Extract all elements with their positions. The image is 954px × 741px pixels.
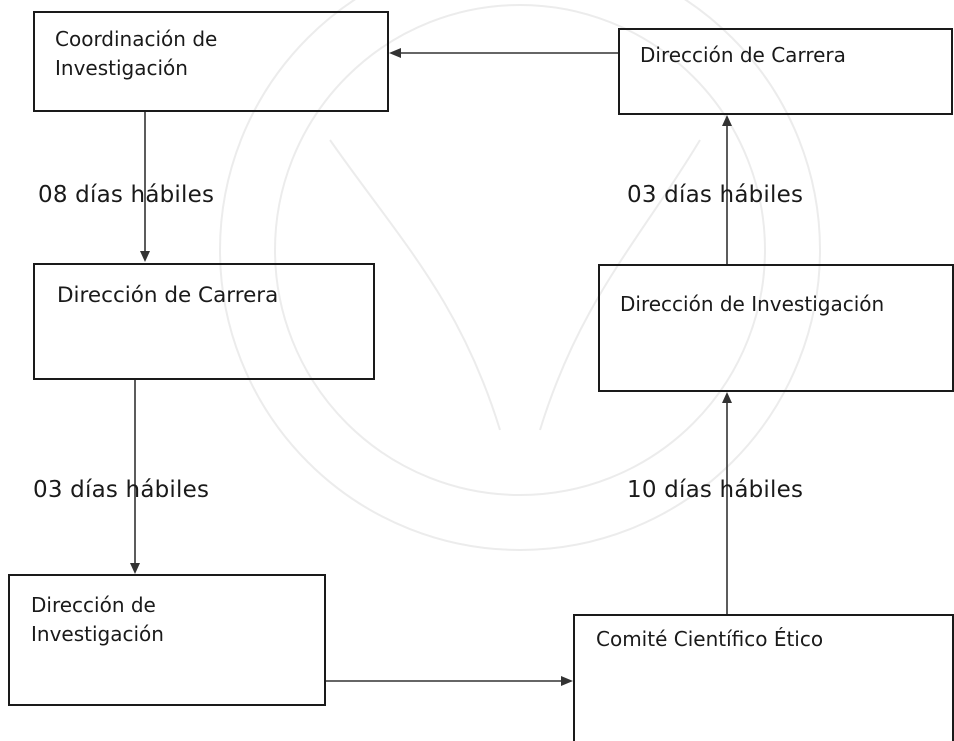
node-direccion-investigacion-left-line1: Dirección de — [31, 593, 156, 617]
node-comite-label: Comité Científico Ético — [596, 627, 824, 651]
arrowhead-right-icon — [561, 676, 573, 686]
node-direccion-investigacion-left-label: Dirección de Investigación — [31, 591, 164, 649]
node-coordinacion-investigacion — [33, 11, 389, 112]
seal-watermark — [219, 0, 821, 551]
edge-label-carrera-to-investigacion: 03 días hábiles — [33, 477, 210, 503]
arrowhead-left-icon — [389, 48, 401, 58]
node-coordinacion-label: Coordinación de Investigación — [55, 25, 217, 83]
edge-label-coord-to-carrera: 08 días hábiles — [38, 182, 215, 208]
edge-label-investigacion-to-carrera-top: 03 días hábiles — [627, 182, 804, 208]
node-direccion-investigacion-left-line2: Investigación — [31, 622, 164, 646]
edge-label-comite-to-investigacion: 10 días hábiles — [627, 477, 804, 503]
node-direccion-carrera-mid — [33, 263, 375, 380]
node-comite-cientifico-etico — [573, 614, 954, 741]
arrowhead-up-icon — [722, 392, 732, 403]
node-direccion-carrera-top-label: Dirección de Carrera — [640, 43, 846, 67]
node-direccion-carrera-top — [618, 28, 953, 115]
arrowhead-up-icon — [722, 115, 732, 126]
node-direccion-investigacion-left — [8, 574, 326, 706]
node-direccion-investigacion-right-label: Dirección de Investigación — [620, 292, 885, 316]
node-direccion-investigacion-right — [598, 264, 954, 392]
node-coordinacion-line1: Coordinación de — [55, 27, 218, 51]
arrowhead-down-icon — [130, 563, 140, 574]
arrowhead-down-icon — [140, 251, 150, 262]
node-coordinacion-line2: Investigación — [55, 56, 188, 80]
node-direccion-carrera-mid-label: Dirección de Carrera — [57, 283, 279, 308]
